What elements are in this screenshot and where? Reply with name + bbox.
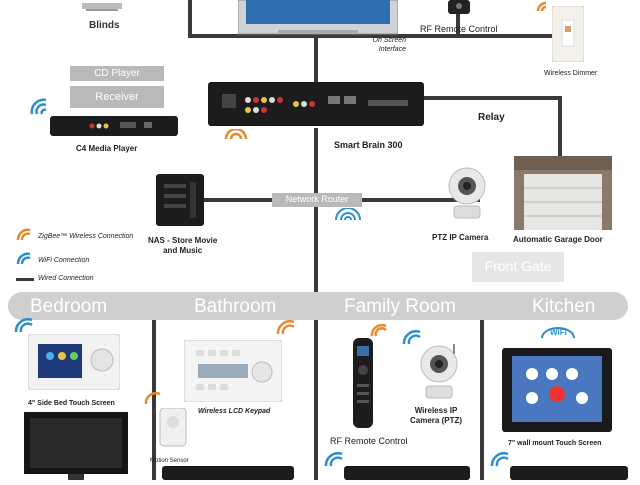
wire-right-drop <box>480 310 484 480</box>
garage-door-image <box>514 156 612 230</box>
ptz-camera-label: PTZ IP Camera <box>432 233 488 242</box>
wall-touch-image <box>502 348 612 432</box>
rf-remote-top-label: RF Remote Control <box>420 24 498 34</box>
wire-brain-down <box>314 128 318 296</box>
motion-sensor-label: Motion Sensor <box>150 458 189 464</box>
wall-touch-label: 7" wall mount Touch Screen <box>508 440 601 447</box>
room-kitchen: Kitchen <box>532 296 595 318</box>
front-gate-label: Front Gate <box>472 258 564 274</box>
legend-zigbee-label: ZigBee™ Wireless Connection <box>38 233 133 240</box>
zigbee-icon-bathroom <box>276 320 296 341</box>
legend-wifi-label: WiFi Connection <box>38 257 89 264</box>
legend-wired-line <box>16 278 34 281</box>
wireless-dimmer-image <box>552 6 584 62</box>
bathroom-device-image <box>162 466 294 480</box>
wireless-ip-camera-image <box>418 344 460 400</box>
network-router-label: Network Router <box>272 194 362 204</box>
rf-remote-family-image <box>352 338 374 428</box>
wireless-ip-camera-label: Wireless IP Camera (PTZ) <box>410 406 462 426</box>
wire-left-blinds <box>188 0 192 38</box>
tv-screen-image <box>238 0 398 36</box>
rf-remote-top-image <box>448 0 470 14</box>
receiver-label: Receiver <box>70 91 164 103</box>
c4-media-player-label: C4 Media Player <box>76 144 137 153</box>
wifi-icon-family-bottom <box>324 452 344 473</box>
wire-relay-horizontal <box>420 96 560 100</box>
bedside-touch-image <box>28 334 120 390</box>
c4-media-player-image <box>50 116 178 136</box>
nas-label: NAS - Store Movie and Music <box>148 236 217 256</box>
room-bedroom: Bedroom <box>30 296 107 318</box>
nas-image <box>156 174 204 226</box>
bedside-touch-label: 4" Side Bed Touch Screen <box>28 400 115 407</box>
legend-wired-label: Wired Connection <box>38 275 94 282</box>
lcd-keypad-label: Wireless LCD Keypad <box>198 408 270 415</box>
wire-mid-drop <box>314 310 318 480</box>
wifi-icon-kitchen <box>490 452 510 473</box>
ptz-camera-image <box>446 166 488 220</box>
motion-sensor-image <box>158 408 188 448</box>
blinds-image <box>82 0 122 10</box>
rf-remote-family-label: RF Remote Control <box>330 436 408 446</box>
garage-door-label: Automatic Garage Door <box>513 235 603 244</box>
room-family-room: Family Room <box>344 296 456 318</box>
smart-brain-image <box>208 82 424 126</box>
family-device-image <box>344 466 470 480</box>
room-bathroom: Bathroom <box>194 296 276 318</box>
wifi-badge-label: WiFi <box>550 328 567 337</box>
relay-label: Relay <box>478 112 505 123</box>
wifi-icon-router <box>334 208 362 227</box>
wireless-dimmer-label: Wireless Dimmer <box>544 70 597 77</box>
legend-zigbee-icon <box>16 228 32 247</box>
on-screen-interface-label: On Screen Interface <box>356 36 406 54</box>
cd-player-label: CD Player <box>70 68 164 79</box>
legend-wifi-icon <box>16 252 32 271</box>
smart-brain-label: Smart Brain 300 <box>334 140 403 150</box>
bedroom-tv-image <box>24 412 128 480</box>
wire-relay-vertical <box>558 96 562 158</box>
zigbee-icon-brain <box>224 128 248 146</box>
kitchen-device-image <box>510 466 628 480</box>
wifi-icon-c4 <box>30 98 52 121</box>
blinds-label: Blinds <box>89 20 120 31</box>
lcd-keypad-image <box>184 340 282 402</box>
